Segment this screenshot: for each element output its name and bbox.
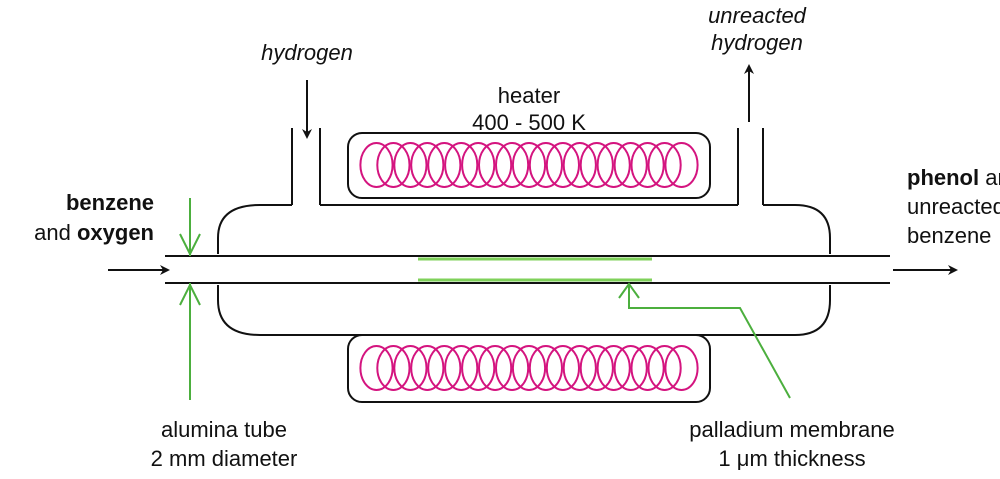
heater-coil-loop xyxy=(579,345,614,391)
reactor-shell-top-right xyxy=(763,204,831,254)
heater-coil-loop xyxy=(630,142,665,188)
membrane-leader-line xyxy=(618,282,791,399)
palladium-membrane-label: palladium membrane xyxy=(689,417,894,442)
alumina-tube-diameter-label: 2 mm diameter xyxy=(151,446,298,471)
heater-coil-loop xyxy=(664,345,699,391)
heater-coil-loop xyxy=(427,345,462,391)
heater-coil-loop xyxy=(444,142,479,188)
heater-coil-loop xyxy=(511,345,547,391)
heater-coil-top xyxy=(359,142,699,188)
heater-coil-loop xyxy=(427,142,462,188)
heater-coil-loop xyxy=(545,142,581,188)
heater-coil-loop xyxy=(562,142,597,188)
heater-coil-loop xyxy=(647,345,682,391)
unreacted-hydrogen-label-line1: unreacted xyxy=(708,3,807,28)
heater-label: heater xyxy=(498,83,560,108)
hydrogen-inlet-pipe xyxy=(291,128,321,205)
output-label-line3: benzene xyxy=(907,223,991,248)
output-label-line2: unreacted xyxy=(907,194,1000,219)
heater-coil-loop xyxy=(664,142,699,188)
unreacted-hydrogen-label-line2: hydrogen xyxy=(711,30,803,55)
hydrogen-inlet-label: hydrogen xyxy=(261,40,353,65)
hydrogen-outlet-pipe xyxy=(737,128,764,205)
reactor-shell-top xyxy=(217,204,292,254)
tube-diameter-indicator xyxy=(179,198,201,400)
heater-coil-loop xyxy=(630,345,665,391)
heater-coil-loop xyxy=(528,142,564,188)
heater-coil-loop xyxy=(596,345,631,391)
heater-coil-loop xyxy=(478,345,513,391)
heater-coil-loop xyxy=(494,345,530,391)
heater-coil-loop xyxy=(410,142,445,188)
heater-bottom-box xyxy=(347,334,711,403)
reactor-shell-bottom xyxy=(217,285,831,336)
heater-coil-loop xyxy=(410,345,445,391)
heater-coil-loop xyxy=(376,142,411,188)
heater-coil-loop xyxy=(359,142,394,188)
output-label-line1: phenol and xyxy=(907,165,1000,190)
heater-coil-loop xyxy=(461,142,496,188)
heater-coil-loop xyxy=(528,345,564,391)
heater-coil-loop xyxy=(494,142,530,188)
heater-coil-loop xyxy=(579,142,614,188)
heater-coil-loop xyxy=(444,345,479,391)
heater-coil-loop xyxy=(393,142,428,188)
heater-coil-loop xyxy=(613,345,648,391)
input-label-line1: benzene xyxy=(66,190,154,215)
heater-coil-loop xyxy=(562,345,597,391)
heater-temperature-label: 400 - 500 K xyxy=(472,110,586,135)
heater-coil-loop xyxy=(511,142,547,188)
heater-coil-loop xyxy=(613,142,648,188)
heater-coil-bottom xyxy=(359,345,699,391)
heater-coil-loop xyxy=(545,345,581,391)
heater-coil-loop xyxy=(376,345,411,391)
heater-coil-loop xyxy=(478,142,513,188)
heater-coil-loop xyxy=(647,142,682,188)
alumina-tube-label: alumina tube xyxy=(161,417,287,442)
heater-coil-loop xyxy=(393,345,428,391)
heater-coil-loop xyxy=(461,345,496,391)
heater-coil-loop xyxy=(359,345,394,391)
input-label-line2: and oxygen xyxy=(34,220,154,245)
heater-top-box xyxy=(347,132,711,199)
palladium-membrane-thickness-label: 1 μm thickness xyxy=(718,446,865,471)
heater-coil-loop xyxy=(596,142,631,188)
